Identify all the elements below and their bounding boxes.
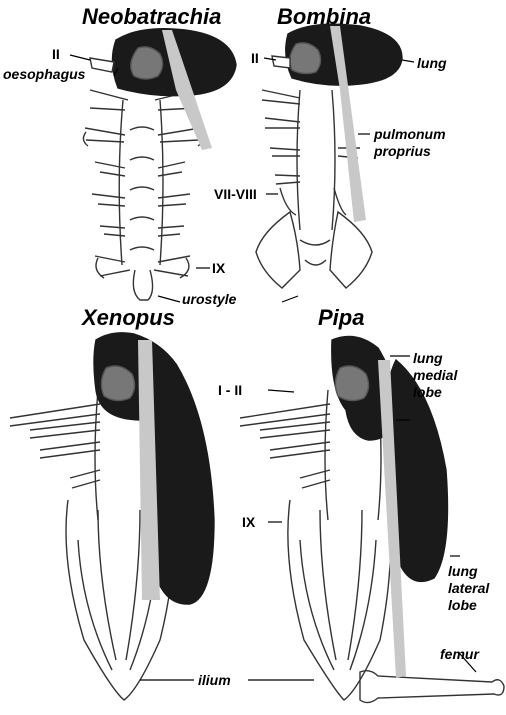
- label-ilium: ilium: [198, 672, 231, 689]
- title-neobatrachia: Neobatrachia: [82, 4, 221, 30]
- label-lung-medial-lobe: lung medial lobe: [413, 350, 457, 401]
- label-neobatrachia-ix: IX: [212, 260, 225, 277]
- medial-lung-line: lung: [413, 350, 457, 367]
- neobatrachia-lung: [90, 29, 236, 150]
- pulmonum-line: pulmonum: [374, 126, 446, 143]
- label-pipa-i-ii: I - II: [218, 382, 242, 399]
- title-xenopus: Xenopus: [82, 305, 175, 331]
- bombina-oesophagus-rosette: [290, 43, 321, 74]
- label-neobatrachia-ii: II: [52, 46, 60, 63]
- title-bombina: Bombina: [277, 4, 371, 30]
- neobatrachia-oesophagus-rosette: [131, 47, 163, 79]
- pipa-oesophagus-rosette: [335, 366, 368, 401]
- neobatrachia-skeleton: [83, 90, 202, 300]
- medial-lobe-line: lobe: [413, 384, 457, 401]
- label-pulmonum-proprius: pulmonum proprius: [374, 126, 446, 160]
- lateral-lateral-line: lateral: [448, 580, 489, 597]
- label-oesophagus: oesophagus: [3, 66, 85, 83]
- xenopus-lung: [94, 333, 214, 604]
- medial-medial-line: medial: [413, 367, 457, 384]
- label-vii-viii: VII-VIII: [214, 186, 257, 203]
- xenopus-oesophagus-rosette: [101, 366, 134, 401]
- label-pipa-ix: IX: [242, 514, 255, 531]
- bombina-lung: [272, 24, 402, 222]
- label-femur: femur: [440, 646, 479, 663]
- label-urostyle: urostyle: [182, 291, 236, 308]
- title-pipa: Pipa: [318, 305, 364, 331]
- lateral-lobe-line: lobe: [448, 597, 489, 614]
- label-lung: lung: [417, 55, 447, 72]
- lateral-lung-line: lung: [448, 563, 489, 580]
- proprius-line: proprius: [374, 143, 446, 160]
- label-bombina-ii: II: [251, 50, 259, 67]
- label-lung-lateral-lobe: lung lateral lobe: [448, 563, 489, 614]
- pipa-femur: [360, 671, 504, 703]
